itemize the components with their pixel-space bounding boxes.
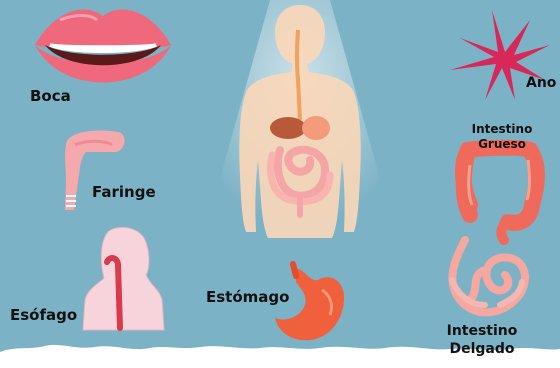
label-intestino-grueso-line2: Grueso — [462, 137, 542, 152]
esophagus-illustration — [83, 227, 164, 330]
teeth — [50, 45, 156, 51]
label-intestino-grueso: Intestino Grueso — [462, 122, 542, 152]
label-estomago: Estómago — [206, 288, 289, 306]
label-esofago: Esófago — [10, 306, 77, 324]
label-ano: Ano — [526, 75, 556, 91]
colon-tail — [501, 222, 508, 240]
liver — [270, 117, 306, 139]
large-intestine-illustration — [463, 148, 537, 240]
colon-highlight — [469, 160, 530, 205]
mouth-illustration — [35, 9, 171, 82]
colon-tube — [463, 148, 537, 223]
label-intestino-delgado: Intestino Delgado — [442, 322, 522, 358]
label-intestino-delgado-line2: Delgado — [442, 340, 522, 358]
label-faringe: Faringe — [92, 183, 156, 201]
label-intestino-delgado-line1: Intestino — [442, 322, 522, 340]
stomach-inner — [302, 116, 330, 140]
intestine-coils — [452, 240, 525, 312]
small-intestine-illustration — [452, 240, 525, 312]
head-silhouette — [83, 227, 164, 330]
label-boca: Boca — [30, 87, 71, 105]
label-intestino-grueso-line1: Intestino — [462, 122, 542, 137]
esophagus-stub — [293, 264, 296, 276]
